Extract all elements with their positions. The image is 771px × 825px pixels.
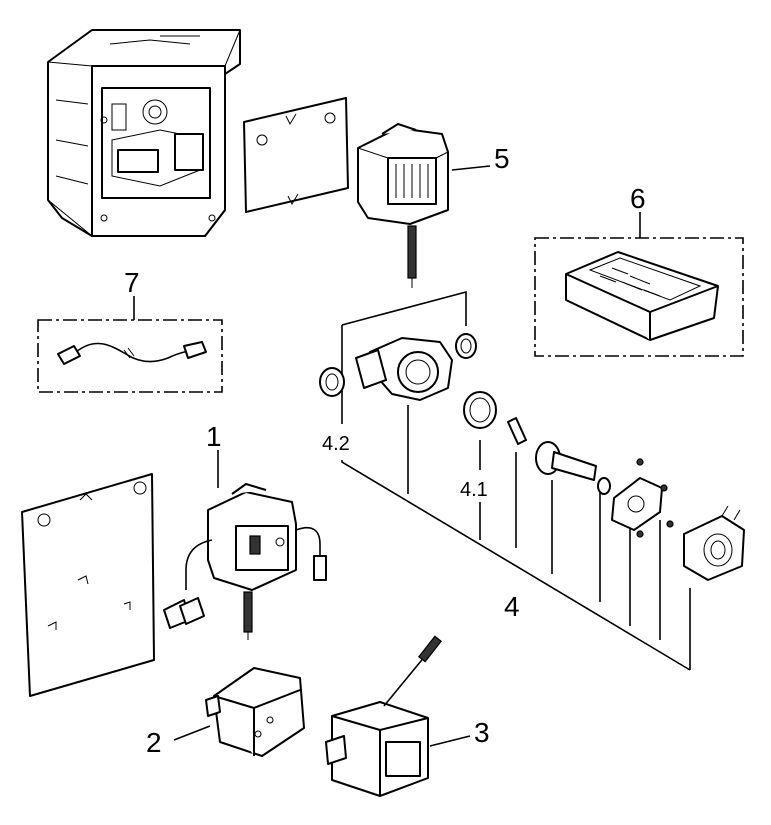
callout-7: 7 — [124, 267, 140, 298]
solenoid-icon — [683, 505, 745, 581]
battery-box-part-2 — [205, 667, 305, 757]
remote-control-part-6 — [534, 237, 744, 357]
cable-part-7 — [37, 319, 223, 393]
callout-4-1: 4.1 — [460, 479, 488, 501]
plunger-icon — [535, 441, 611, 495]
callout-3: 3 — [474, 717, 490, 748]
pin-icon — [507, 417, 527, 445]
callout-4: 4 — [504, 591, 520, 622]
mounting-box-icon — [47, 29, 241, 237]
wall-plate-icon — [21, 473, 155, 697]
callout-6: 6 — [630, 183, 646, 214]
callout-4-2: 4.2 — [322, 433, 350, 455]
electronic-module-part-5 — [357, 123, 449, 288]
power-supply-part-3 — [325, 635, 442, 797]
valve-body-icon — [319, 333, 477, 401]
control-module-part-1 — [163, 483, 327, 640]
callout-2: 2 — [146, 727, 162, 758]
diaphragm-part-4-1 — [463, 391, 497, 429]
callout-5: 5 — [494, 143, 510, 174]
cover-plate-icon — [243, 97, 349, 213]
callout-1: 1 — [206, 421, 222, 452]
flange-icon — [611, 458, 674, 538]
